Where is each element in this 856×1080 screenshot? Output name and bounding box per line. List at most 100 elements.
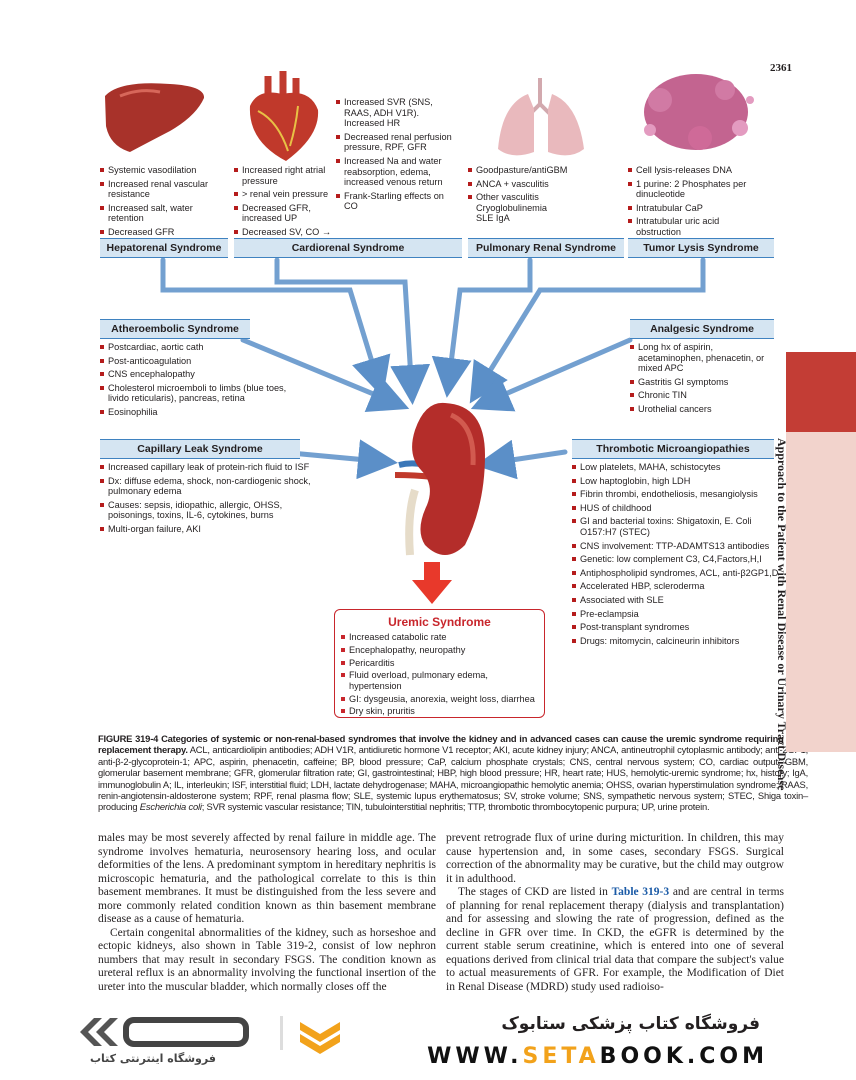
connector-arrows <box>160 257 706 604</box>
list-item: Post-anticoagulation <box>100 356 300 367</box>
hepatorenal-list: Systemic vasodilation Increased renal va… <box>100 165 220 241</box>
thrombotic-header: Thrombotic Microangiopathies <box>572 439 774 459</box>
list-item: Cholesterol microemboli to limbs (blue t… <box>100 383 300 404</box>
tumor-lysis-list: Cell lysis-releases DNA 1 purine: 2 Phos… <box>628 165 748 241</box>
logo-subtitle: فروشگاه اینترنتی کتاب <box>90 1052 216 1065</box>
list-item: Post-transplant syndromes <box>572 622 782 633</box>
list-item: Decreased renal perfusion pressure, RPF,… <box>336 132 460 153</box>
tumor-cells-image <box>644 74 754 150</box>
kidney-image <box>394 402 485 556</box>
paragraph-text: The stages of CKD are listed in <box>458 886 612 898</box>
list-item: Drugs: mitomycin, calcineurin inhibitors <box>572 636 782 647</box>
list-item: Accelerated HBP, scleroderma <box>572 581 782 592</box>
paragraph: Certain congenital abnormalities of the … <box>98 926 436 993</box>
figure-label: FIGURE 319-4 <box>98 733 159 744</box>
list-item: CNS involvement: TTP-ADAMTS13 antibodies <box>572 541 782 552</box>
capillary-leak-list: Increased capillary leak of protein-rich… <box>100 462 320 538</box>
list-item: ANCA + vasculitis <box>468 179 558 190</box>
list-item: Increased renal vascular resistance <box>100 179 220 200</box>
paragraph: males may be most severely affected by r… <box>98 832 436 925</box>
list-item: Genetic: low complement C3, C4,Factors,H… <box>572 554 782 565</box>
heart-image <box>249 71 319 161</box>
list-item: Fluid overload, pulmonary edema, hyperte… <box>341 670 538 691</box>
tumor-lysis-header: Tumor Lysis Syndrome <box>628 238 774 258</box>
list-item: Increased catabolic rate <box>341 632 538 642</box>
list-item: Pericarditis <box>341 658 538 668</box>
list-item: Pre-eclampsia <box>572 609 782 620</box>
uremic-list: Increased catabolic rate Encephalopathy,… <box>341 632 538 717</box>
list-item: Increased capillary leak of protein-rich… <box>100 462 320 473</box>
left-column: males may be most severely affected by r… <box>98 832 436 994</box>
url-part: WWW. <box>427 1044 523 1069</box>
list-item: Fibrin thrombi, endotheliosis, mesangiol… <box>572 489 782 500</box>
list-item: Causes: sepsis, idiopathic, allergic, OH… <box>100 500 320 521</box>
list-item: Systemic vasodilation <box>100 165 220 176</box>
capillary-leak-header: Capillary Leak Syndrome <box>100 439 300 459</box>
list-item: Gastritis GI symptoms <box>630 377 770 388</box>
down-arrow <box>412 562 452 604</box>
list-item: Low haptoglobin, high LDH <box>572 476 782 487</box>
table-link[interactable]: Table 319-3 <box>611 886 670 898</box>
chapter-title: Approach to the Patient with Renal Disea… <box>775 438 789 791</box>
list-item: Associated with SLE <box>572 595 782 606</box>
footer-watermark: فروشگاه اینترنتی کتاب فروشگاه کتاب پزشکی… <box>40 994 820 1080</box>
liver-image <box>105 83 205 152</box>
list-item: Increased salt, water retention <box>100 203 220 224</box>
paragraph: prevent retrograde flux of urine during … <box>446 832 784 885</box>
list-item: Multi-organ failure, AKI <box>100 524 320 535</box>
list-item: Increased SVR (SNS, RAAS, ADH V1R). Incr… <box>336 97 460 129</box>
cardiorenal-header: Cardiorenal Syndrome <box>234 238 462 258</box>
chapter-side-tab <box>786 352 856 752</box>
list-item: Urothelial cancers <box>630 404 770 415</box>
list-item: Increased right atrial pressure <box>234 165 336 186</box>
list-item: > renal vein pressure <box>234 189 336 200</box>
cardiorenal-list-right: Increased SVR (SNS, RAAS, ADH V1R). Incr… <box>336 97 460 215</box>
list-item: Long hx of aspirin, acetaminophen, phena… <box>630 342 770 374</box>
lungs-image <box>498 78 584 156</box>
list-item: Chronic TIN <box>630 390 770 401</box>
store-name: فروشگاه کتاب پزشکی ستابوک <box>501 1014 760 1034</box>
analgesic-list: Long hx of aspirin, acetaminophen, phena… <box>630 342 770 418</box>
store-url[interactable]: WWW.SETABOOK.COM <box>427 1044 768 1069</box>
uremic-syndrome-box: Uremic Syndrome Increased catabolic rate… <box>334 609 545 718</box>
chapter-label: CHAPTER 319 <box>775 356 789 436</box>
list-item: Postcardiac, aortic cath <box>100 342 300 353</box>
atheroembolic-header: Atheroembolic Syndrome <box>100 319 250 339</box>
figure-title: Categories of systemic or non-renal-base… <box>98 733 809 756</box>
hepatorenal-header: Hepatorenal Syndrome <box>100 238 228 258</box>
list-item: GI and bacterial toxins: Shigatoxin, E. … <box>572 516 782 537</box>
abbreviations-end: ; SVR systemic vascular resistance; TIN,… <box>201 801 710 813</box>
list-item: Antiphospholipid syndromes, ACL, anti-β2… <box>572 568 782 579</box>
figure-caption: FIGURE 319-4 Categories of systemic or n… <box>98 733 808 813</box>
thrombotic-list: Low platelets, MAHA, schistocytes Low ha… <box>572 462 782 649</box>
list-item: GI: dysgeusia, anorexia, weight loss, di… <box>341 694 538 704</box>
list-item: Eosinophilia <box>100 407 300 418</box>
paragraph: The stages of CKD are listed in Table 31… <box>446 886 784 994</box>
page-number: 2361 <box>770 62 792 74</box>
pulmonary-renal-list: Goodpasture/antiGBM ANCA + vasculitis Ot… <box>468 165 567 227</box>
list-item: Encephalopathy, neuropathy <box>341 645 538 655</box>
atheroembolic-list: Postcardiac, aortic cath Post-anticoagul… <box>100 342 300 421</box>
abbreviation-italic: Escherichia coli <box>139 801 202 813</box>
list-item: Intratubular CaP <box>628 203 748 214</box>
paragraph-text: and are central in terms of planning for… <box>446 886 784 993</box>
list-item: Other vasculitis Cryoglobulinemia SLE Ig… <box>468 192 558 224</box>
list-item: Dry skin, pruritis <box>341 706 538 716</box>
right-column: prevent retrograde flux of urine during … <box>446 832 784 994</box>
list-item: CNS encephalopathy <box>100 369 300 380</box>
list-item: Dx: diffuse edema, shock, non-cardiogeni… <box>100 476 320 497</box>
list-item: Decreased GFR <box>100 227 220 238</box>
pulmonary-renal-header: Pulmonary Renal Syndrome <box>468 238 624 258</box>
list-item: Frank-Starling effects on CO <box>336 191 460 212</box>
uremic-syndrome-title: Uremic Syndrome <box>388 615 491 629</box>
side-tab-text: CHAPTER 319Approach to the Patient with … <box>774 356 789 790</box>
list-item: Goodpasture/antiGBM <box>468 165 567 176</box>
list-item: Intratubular uric acid obstruction <box>628 216 748 237</box>
list-item: Decreased GFR, increased UP <box>234 203 336 224</box>
setabook-logo <box>80 1016 340 1054</box>
analgesic-header: Analgesic Syndrome <box>630 319 774 339</box>
list-item: 1 purine: 2 Phosphates per dinucleotide <box>628 179 748 200</box>
list-item: Increased Na and water reabsorption, ede… <box>336 156 460 188</box>
list-item: HUS of childhood <box>572 503 782 514</box>
list-item: Low platelets, MAHA, schistocytes <box>572 462 782 473</box>
